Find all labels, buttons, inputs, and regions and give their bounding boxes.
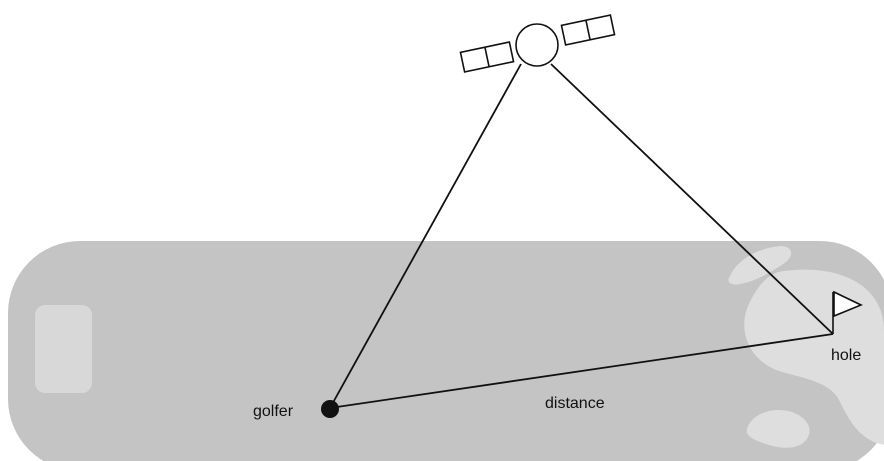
bunker-top	[728, 246, 792, 285]
left-solar-panel	[459, 41, 515, 73]
satellite-body	[515, 23, 559, 67]
satellite-to-hole-line	[550, 63, 834, 335]
measurement-lines	[329, 63, 834, 409]
fairway	[8, 241, 884, 461]
golfer-marker-icon	[321, 400, 339, 418]
hole-label: hole	[831, 347, 861, 364]
distance-label: distance	[545, 395, 605, 412]
tee-box	[35, 305, 92, 393]
bunker-bottom	[746, 409, 810, 448]
putting-green	[744, 269, 884, 445]
golfer-label: golfer	[253, 403, 294, 420]
satellite-icon	[459, 14, 616, 73]
right-solar-panel	[560, 14, 616, 46]
flag-icon	[832, 290, 863, 334]
distance-line	[329, 333, 834, 409]
golf-course	[8, 241, 884, 461]
satellite-to-golfer-line	[329, 63, 522, 409]
